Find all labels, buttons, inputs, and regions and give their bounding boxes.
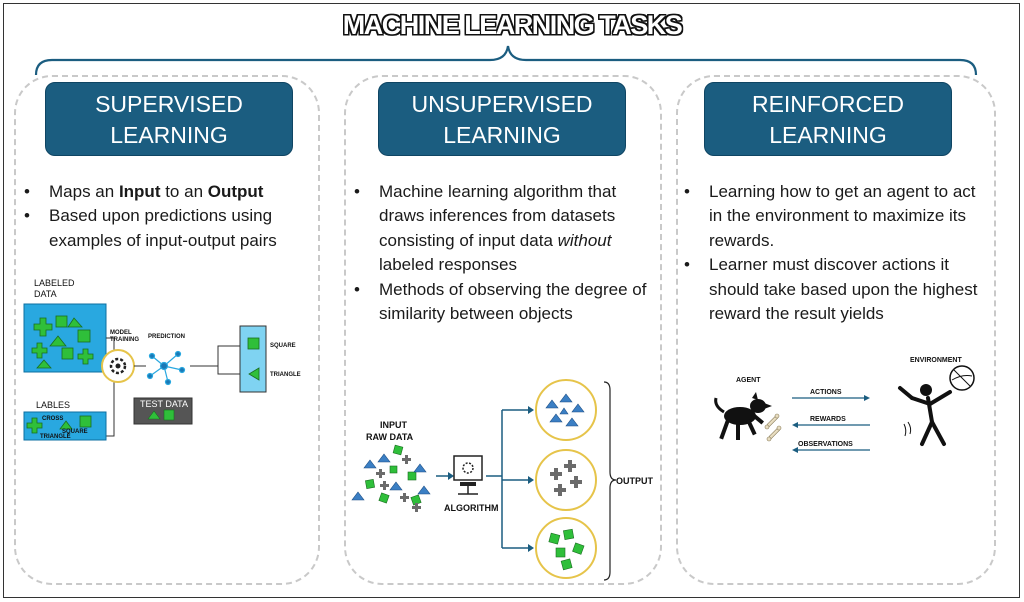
agent-label: AGENT xyxy=(736,377,761,384)
test-data-box xyxy=(133,397,193,425)
unsupervised-bullet-2: Methods of observing the degree of simil… xyxy=(352,278,652,327)
unsupervised-bullets: Machine learning algorithm that draws in… xyxy=(352,180,652,326)
svg-text:SQUARE: SQUARE xyxy=(62,429,88,435)
panel-supervised xyxy=(14,75,320,585)
reinforced-bullet-1: Learning how to get an agent to act in t… xyxy=(682,180,992,253)
labeled-data-box xyxy=(23,303,107,373)
supervised-bullet-2: Based upon predictions using examples of… xyxy=(22,204,322,253)
reinforced-diagram: ENVIRONMENT AGENT ACTIONS REWARDS OBSERV… xyxy=(714,357,975,453)
header-supervised: SUPERVISED LEARNING xyxy=(45,82,293,156)
observations-label: OBSERVATIONS xyxy=(798,441,853,448)
ball-icon xyxy=(949,365,975,391)
top-brace xyxy=(34,45,978,76)
cluster-triangles xyxy=(535,379,597,441)
header-unsupervised: UNSUPERVISED LEARNING xyxy=(378,82,626,156)
header-reinforced-line1: REINFORCED xyxy=(751,91,905,117)
header-supervised-line1: SUPERVISED xyxy=(95,91,243,117)
gear-icon xyxy=(109,357,127,375)
output-box xyxy=(239,325,267,393)
lables-label: LABLES xyxy=(36,400,70,410)
unsupervised-bullet-1: Machine learning algorithm that draws in… xyxy=(352,180,652,278)
reinforced-bullets: Learning how to get an agent to act in t… xyxy=(682,180,992,326)
raw-data-scatter xyxy=(351,444,431,512)
header-reinforced-line2: LEARNING xyxy=(769,122,887,148)
actions-label: ACTIONS xyxy=(810,389,842,396)
header-unsupervised-line1: UNSUPERVISED xyxy=(411,91,593,117)
input-label: INPUT xyxy=(380,420,408,430)
dog-agent-icon xyxy=(714,392,772,440)
page-title: MACHINE LEARNING TASKS xyxy=(342,10,683,40)
output-triangle-label: TRIANGLE xyxy=(270,372,301,378)
algorithm-label: ALGORITHM xyxy=(444,503,499,513)
panel-reinforced xyxy=(676,75,996,585)
svg-text:CROSS: CROSS xyxy=(42,416,63,422)
output-label: OUTPUT xyxy=(616,476,654,486)
algorithm-computer-icon xyxy=(453,455,483,495)
network-icon xyxy=(146,350,186,386)
header-reinforced: REINFORCED LEARNING xyxy=(704,82,952,156)
bone-icon xyxy=(764,413,782,442)
cluster-crosses xyxy=(535,449,597,511)
outer-frame xyxy=(3,3,1020,598)
supervised-bullets: Maps an Input to an Output Based upon pr… xyxy=(22,180,322,253)
environment-label: ENVIRONMENT xyxy=(910,357,962,364)
panel-unsupervised xyxy=(344,75,662,585)
raw-data-label: RAW DATA xyxy=(366,432,414,442)
reinforced-bullet-2: Learner must discover actions it should … xyxy=(682,253,992,326)
person-throwing-icon xyxy=(898,384,952,446)
rewards-label: REWARDS xyxy=(810,416,846,423)
svg-text:TRIANGLE: TRIANGLE xyxy=(40,434,71,440)
test-data-label: TEST DATA xyxy=(140,399,188,409)
output-square-label: SQUARE xyxy=(270,343,296,349)
header-unsupervised-line2: LEARNING xyxy=(443,122,561,148)
prediction-label: PREDICTION xyxy=(148,334,185,340)
header-supervised-line2: LEARNING xyxy=(110,122,228,148)
supervised-bullet-1: Maps an Input to an Output xyxy=(22,180,322,205)
unsupervised-diagram: INPUT RAW DATA ALGORITHM xyxy=(351,379,654,581)
